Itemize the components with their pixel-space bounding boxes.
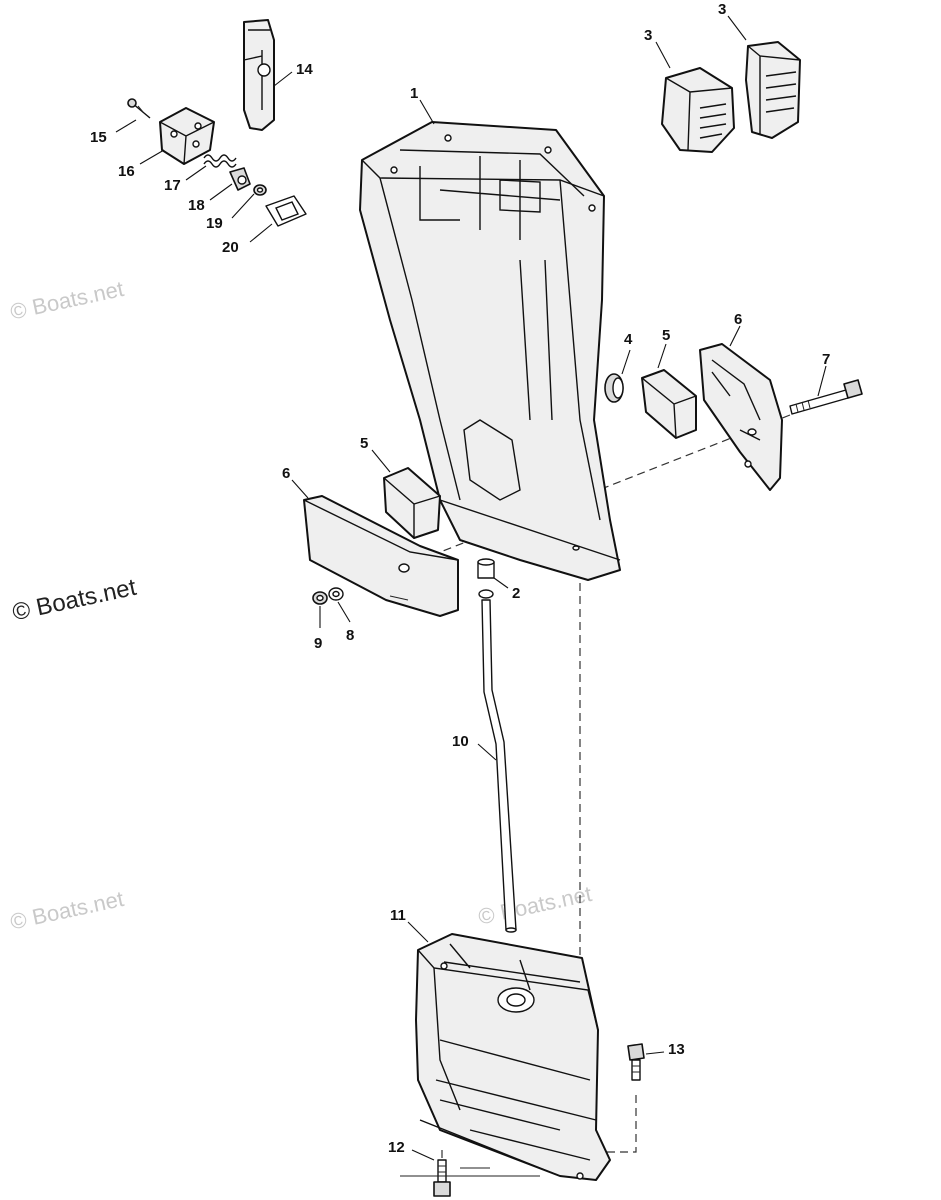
part-14-clip <box>243 19 275 131</box>
part-1-driveshaft-housing <box>359 121 621 581</box>
callout-2: 2 <box>512 585 520 602</box>
callout-3: 3 <box>644 27 652 44</box>
callout-7: 7 <box>822 351 830 368</box>
leader-line-14 <box>273 71 293 87</box>
part-9-nut <box>312 591 328 605</box>
callout-4: 4 <box>624 331 633 348</box>
leader-line-5a <box>657 343 667 369</box>
callout-1: 1 <box>410 85 418 102</box>
part-15-screw <box>127 98 151 119</box>
leader-line-18 <box>209 183 233 201</box>
alignment-line-bolt-13 <box>596 1095 637 1153</box>
callout-3: 3 <box>718 1 726 18</box>
footer-fine-print <box>400 1167 540 1177</box>
leader-line-17 <box>185 165 207 181</box>
leader-line-5b <box>371 449 391 473</box>
part-4-grommet <box>604 373 624 403</box>
callout-20: 20 <box>222 239 239 256</box>
part-19-washer <box>253 184 267 196</box>
part-5-rubber-mount-lower <box>383 467 441 539</box>
part-7-bolt <box>789 379 863 415</box>
leader-line-11 <box>407 921 429 943</box>
callout-15: 15 <box>90 129 107 146</box>
callout-6: 6 <box>734 311 742 328</box>
part-2-bushing <box>477 558 495 599</box>
callout-16: 16 <box>118 163 135 180</box>
callout-8: 8 <box>346 627 354 644</box>
leader-line-20 <box>249 223 273 243</box>
leader-line-19 <box>231 193 255 219</box>
leader-line-16 <box>139 149 165 165</box>
leader-line-6a <box>729 325 741 347</box>
part-18-valve <box>229 167 251 191</box>
callout-11: 11 <box>390 907 406 924</box>
callout-9: 9 <box>314 635 322 652</box>
callout-17: 17 <box>164 177 181 194</box>
part-6-mount-bracket-right <box>699 343 783 491</box>
part-16-block <box>159 107 215 165</box>
part-3-mount-cover-right <box>745 41 801 139</box>
callout-10: 10 <box>452 733 469 750</box>
callout-5: 5 <box>662 327 670 344</box>
part-5-rubber-mount-upper <box>641 369 697 439</box>
callout-12: 12 <box>388 1139 405 1156</box>
leader-line-4 <box>621 349 631 375</box>
part-20-gasket <box>265 195 307 227</box>
part-13-bolt <box>627 1043 645 1081</box>
leader-line-3a <box>655 41 671 69</box>
callout-5: 5 <box>360 435 368 452</box>
part-8-washer <box>328 587 344 601</box>
leader-line-1 <box>419 99 435 125</box>
leader-line-2 <box>493 577 509 589</box>
callout-13: 13 <box>668 1041 685 1058</box>
leader-line-6b <box>291 479 309 499</box>
leader-line-13 <box>645 1051 665 1055</box>
callout-14: 14 <box>296 61 313 78</box>
leader-line-15 <box>115 119 137 133</box>
part-12-bolt <box>433 1159 451 1197</box>
leader-line-3b <box>727 15 747 41</box>
part-3-mount-cover-left <box>661 67 735 153</box>
callout-18: 18 <box>188 197 205 214</box>
part-11-exhaust-housing <box>415 933 611 1181</box>
leader-line-8 <box>337 601 351 623</box>
callout-19: 19 <box>206 215 223 232</box>
leader-line-10 <box>477 743 497 761</box>
part-6-mount-bracket-left <box>303 495 459 617</box>
part-10-water-tube <box>481 599 517 933</box>
leader-line-7 <box>817 365 827 397</box>
callout-6: 6 <box>282 465 290 482</box>
part-17-spring <box>203 154 237 168</box>
leader-line-12 <box>411 1149 435 1161</box>
